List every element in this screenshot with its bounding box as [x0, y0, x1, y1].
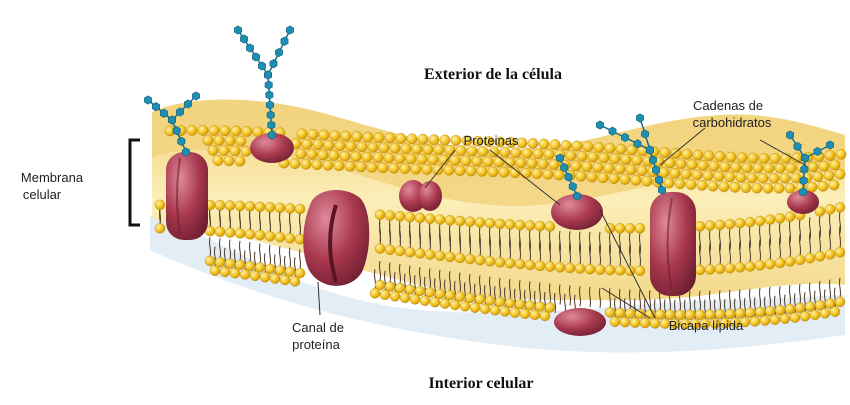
- protein-bottom: [554, 308, 606, 336]
- title-exterior: Exterior de la célula: [424, 66, 562, 83]
- label-cadenas: Cadenas de: [693, 98, 763, 113]
- label-canal-2: proteína: [292, 337, 340, 352]
- protein-far-right: [787, 190, 819, 214]
- label-canal: Canal de: [292, 320, 344, 335]
- title-interior: Interior celular: [428, 375, 533, 392]
- membrane-bracket: [128, 138, 140, 227]
- leader-lines: [317, 127, 806, 319]
- protein-peripheral-center: [399, 180, 442, 212]
- carbohydrate-chains: [144, 25, 834, 201]
- label-cadenas-2: carbohidratos: [693, 115, 772, 130]
- protein-top-left: [250, 133, 294, 163]
- phospholipid-heads: [154, 124, 847, 329]
- protein-right-integral: [650, 192, 696, 296]
- label-membrana-2: celular: [23, 187, 62, 202]
- protein-left-integral: [166, 152, 208, 240]
- label-proteinas: Proteinas: [464, 133, 519, 148]
- label-bicapa: Bicapa lípida: [669, 318, 744, 333]
- protein-channel: [303, 189, 370, 286]
- label-membrana: Membrana: [21, 170, 84, 185]
- protein-center-right: [551, 194, 603, 230]
